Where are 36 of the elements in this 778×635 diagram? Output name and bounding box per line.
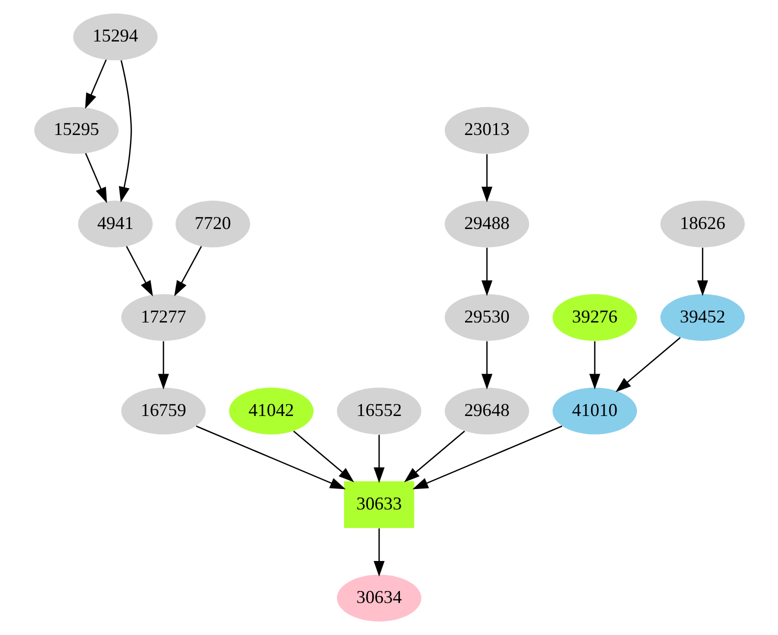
node-ellipse: 41010 — [552, 388, 636, 434]
node-ellipse: 29488 — [444, 200, 529, 248]
node-ellipse: 23013 — [444, 107, 529, 154]
node-ellipse: 4941 — [78, 200, 152, 248]
node-ellipse: 39276 — [552, 294, 636, 341]
arrow — [84, 153, 106, 204]
arrow — [404, 430, 465, 482]
arrow — [118, 60, 132, 202]
node-ellipse: 16759 — [120, 388, 206, 434]
arrow — [125, 246, 152, 296]
arrow — [84, 59, 106, 109]
node-ellipse: 18626 — [660, 200, 744, 248]
node-ellipse: 16552 — [336, 388, 421, 434]
arrow — [292, 430, 354, 482]
node-box: 30633 — [344, 481, 414, 528]
node-ellipse: 17277 — [120, 294, 206, 341]
arrow — [412, 426, 562, 490]
arrow — [696, 248, 708, 296]
node-ellipse: 7720 — [175, 200, 250, 248]
arrow — [480, 248, 492, 296]
node-ellipse: 29530 — [444, 294, 529, 341]
arrow — [158, 341, 168, 390]
node-ellipse: 29648 — [444, 388, 529, 434]
arrow — [195, 426, 346, 490]
node-ellipse: 30634 — [336, 574, 421, 622]
arrow — [480, 154, 492, 202]
arrow — [480, 341, 492, 390]
arrow — [615, 337, 680, 392]
node-ellipse: 15295 — [34, 107, 118, 154]
arrow — [373, 528, 384, 577]
arrow — [373, 434, 384, 484]
node-ellipse: 41042 — [228, 388, 313, 434]
arrow — [588, 341, 600, 390]
arrow — [174, 246, 202, 296]
node-ellipse: 15294 — [72, 14, 158, 60]
node-ellipse: 39452 — [660, 294, 744, 341]
